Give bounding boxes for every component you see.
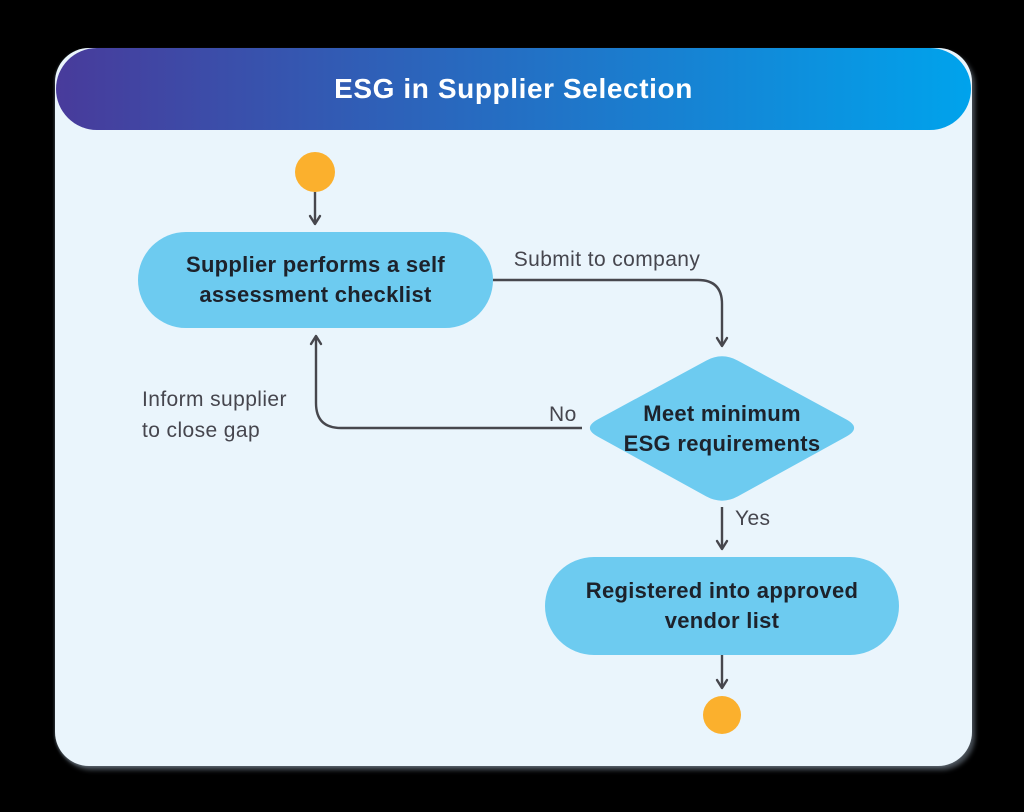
edge-submit-to-company	[493, 278, 729, 348]
page-title: ESG in Supplier Selection	[334, 73, 693, 104]
flowchart-diagram: Supplier performs a self assessment chec…	[55, 48, 972, 766]
flowchart-card: ESG in Supplier Selection	[55, 48, 972, 766]
process-node-self-assessment	[138, 232, 493, 328]
process-node-approved-vendor	[545, 557, 899, 655]
end-terminal-node	[703, 696, 741, 734]
edge-no-return	[309, 334, 582, 430]
start-terminal-node	[295, 152, 335, 192]
decision-node-esg-check	[589, 356, 855, 501]
header-bar: ESG in Supplier Selection	[56, 48, 971, 130]
flowchart-canvas	[138, 152, 899, 734]
